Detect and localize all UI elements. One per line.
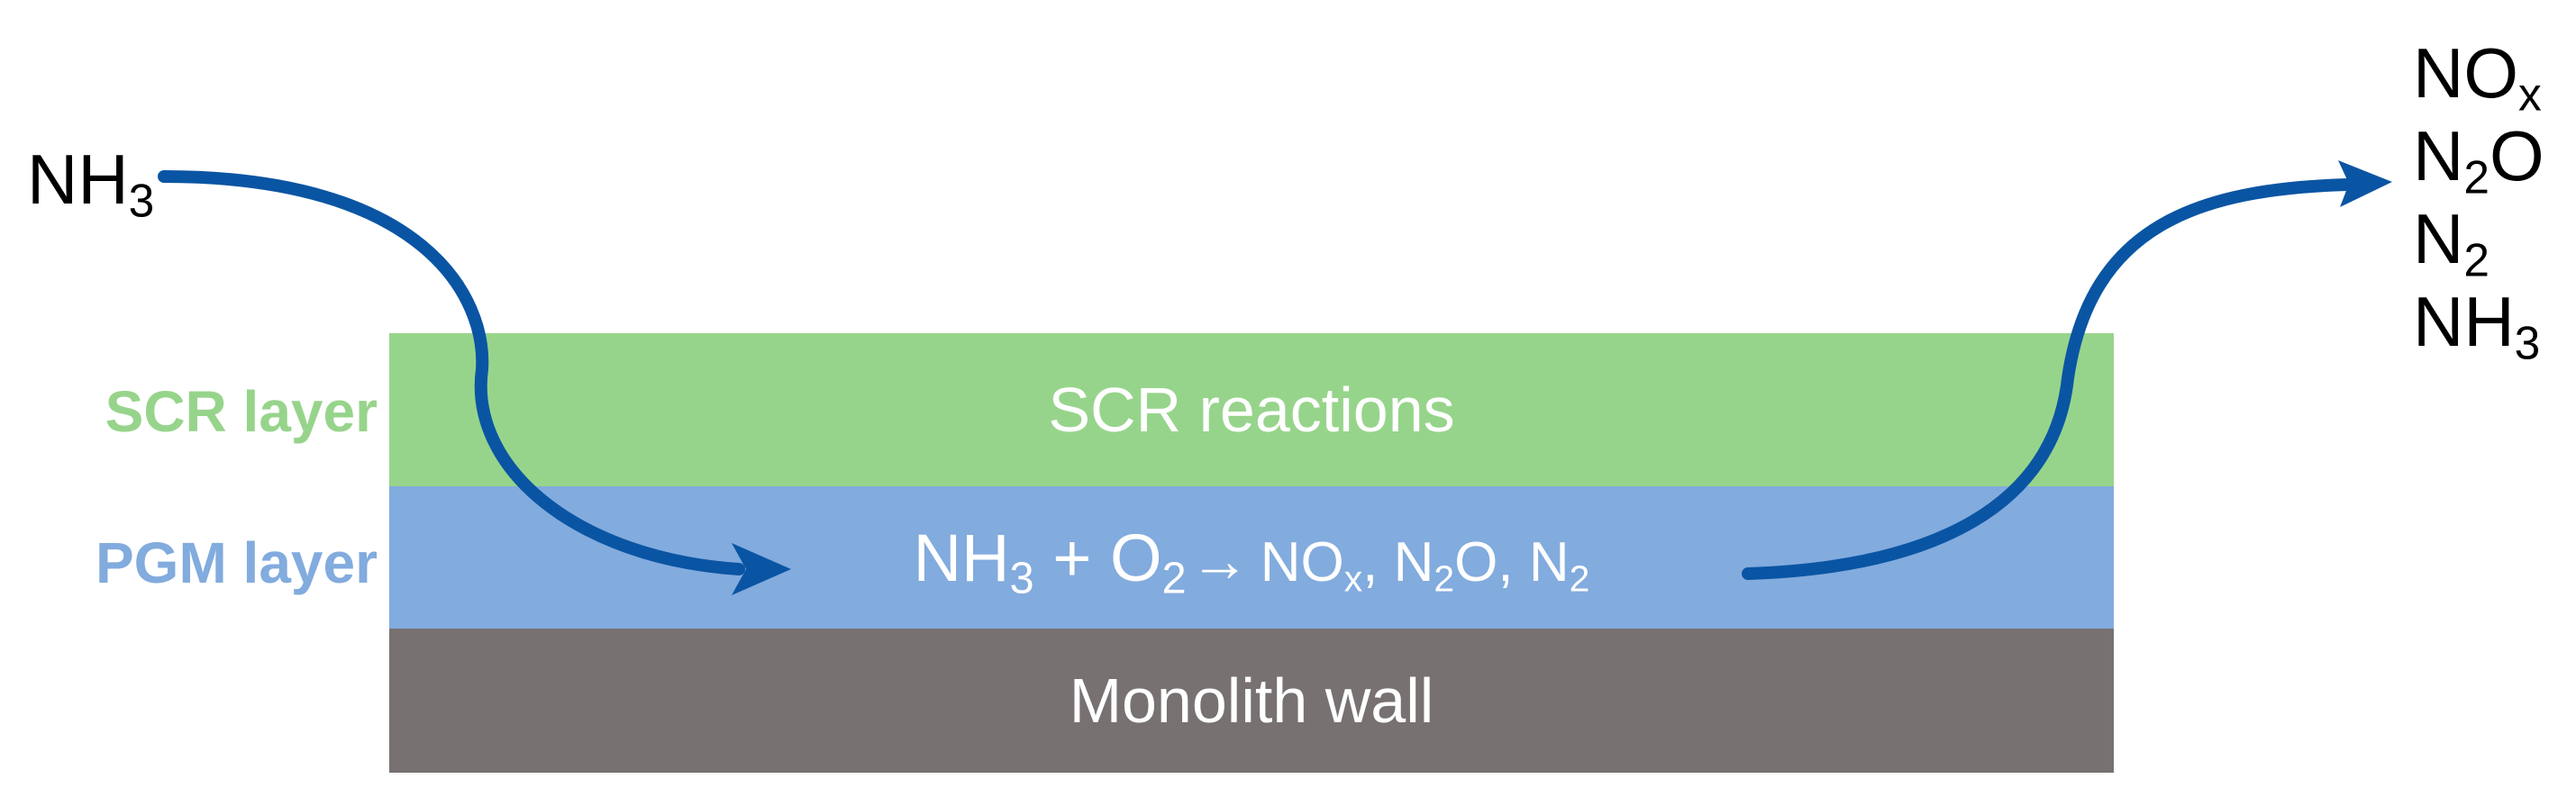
reaction-arrow-icon: → [1189,526,1250,593]
outlet-product-nox: NOx [2413,33,2542,121]
product-n2o: N2O [1393,530,1498,599]
inlet-nh3-label: NH3 [27,140,155,227]
outlet-product-nh3: NH3 [2413,282,2541,369]
products: NOx, N2O, N2 [1260,530,1590,599]
reactants: NH3 + O2 [913,520,1187,603]
pgm-layer-label: PGM layer [95,530,378,595]
monolith-wall-layer: Monolith wall [389,629,2114,773]
product-nox: NOx [1260,530,1363,599]
outlet-product-n2: N2 [2413,199,2490,286]
product-n2: N2 [1528,530,1590,599]
reactant-o2: O2 [1109,520,1187,603]
outlet-products-list: NOx N2O N2 NH3 [2413,38,2544,369]
plus-sign: + [1052,520,1092,595]
pgm-reaction-equation: NH3 + O2 → NOx, N2O, N2 [913,520,1590,603]
scr-layer: SCR reactions [389,333,2114,486]
scr-reactions-text: SCR reactions [1048,375,1455,445]
outlet-product-n2o: N2O [2413,116,2544,204]
pgm-layer: NH3 + O2 → NOx, N2O, N2 [389,486,2114,629]
monolith-wall-text: Monolith wall [1069,666,1434,736]
scr-layer-label: SCR layer [105,379,378,444]
reactant-nh3: NH3 [913,520,1034,603]
